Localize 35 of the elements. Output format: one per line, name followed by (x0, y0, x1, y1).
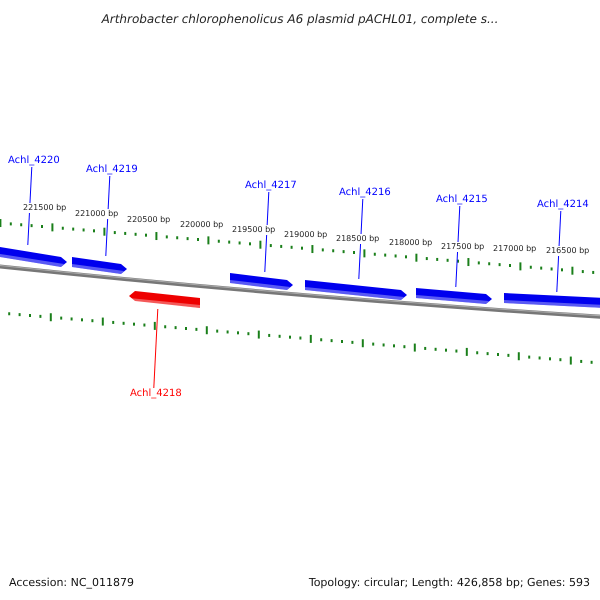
position-label: 218500 bp (336, 234, 380, 244)
position-label: 221000 bp (75, 209, 118, 219)
position-label: 217500 bp (441, 242, 484, 252)
leader-line (455, 206, 460, 288)
position-label: 220000 bp (180, 220, 224, 230)
gene-segment (504, 292, 600, 309)
gene-segment (129, 290, 200, 309)
gene-segment (416, 287, 492, 305)
gene-label: Achl_4219 (86, 164, 138, 176)
gene-segment (230, 272, 293, 291)
leader-line (264, 192, 270, 272)
position-label: 218000 bp (389, 238, 432, 248)
gene-label: Achl_4215 (436, 194, 488, 206)
gene-label: Achl_4216 (339, 187, 391, 199)
gene-segment (72, 256, 127, 275)
position-label: 220500 bp (127, 215, 170, 225)
leader-line (358, 198, 364, 280)
gene-segment (305, 279, 407, 301)
leader-line (27, 166, 32, 246)
gene-label: Achl_4220 (8, 155, 60, 167)
position-label: 219000 bp (284, 230, 328, 240)
leader-line (556, 210, 562, 292)
gene-segment (0, 245, 67, 268)
gene-label: Achl_4218 (130, 388, 182, 400)
footer-text: Topology: circular; Length: 426,858 bp; Genes: 593 (308, 576, 590, 589)
position-label: 217000 bp (493, 244, 536, 254)
leader-line (153, 308, 158, 388)
title: Arthrobacter chlorophenolicus A6 plasmid pACHL01, complete s... (100, 12, 500, 26)
position-label: 216500 bp (546, 246, 590, 256)
position-label: 219500 bp (232, 225, 276, 235)
gene-label: Achl_4217 (245, 180, 297, 192)
leader-line (105, 176, 110, 256)
gene-label: Achl_4214 (537, 199, 589, 211)
footer-text: Accession: NC_011879 (9, 576, 134, 589)
position-label: 221500 bp (23, 203, 66, 213)
